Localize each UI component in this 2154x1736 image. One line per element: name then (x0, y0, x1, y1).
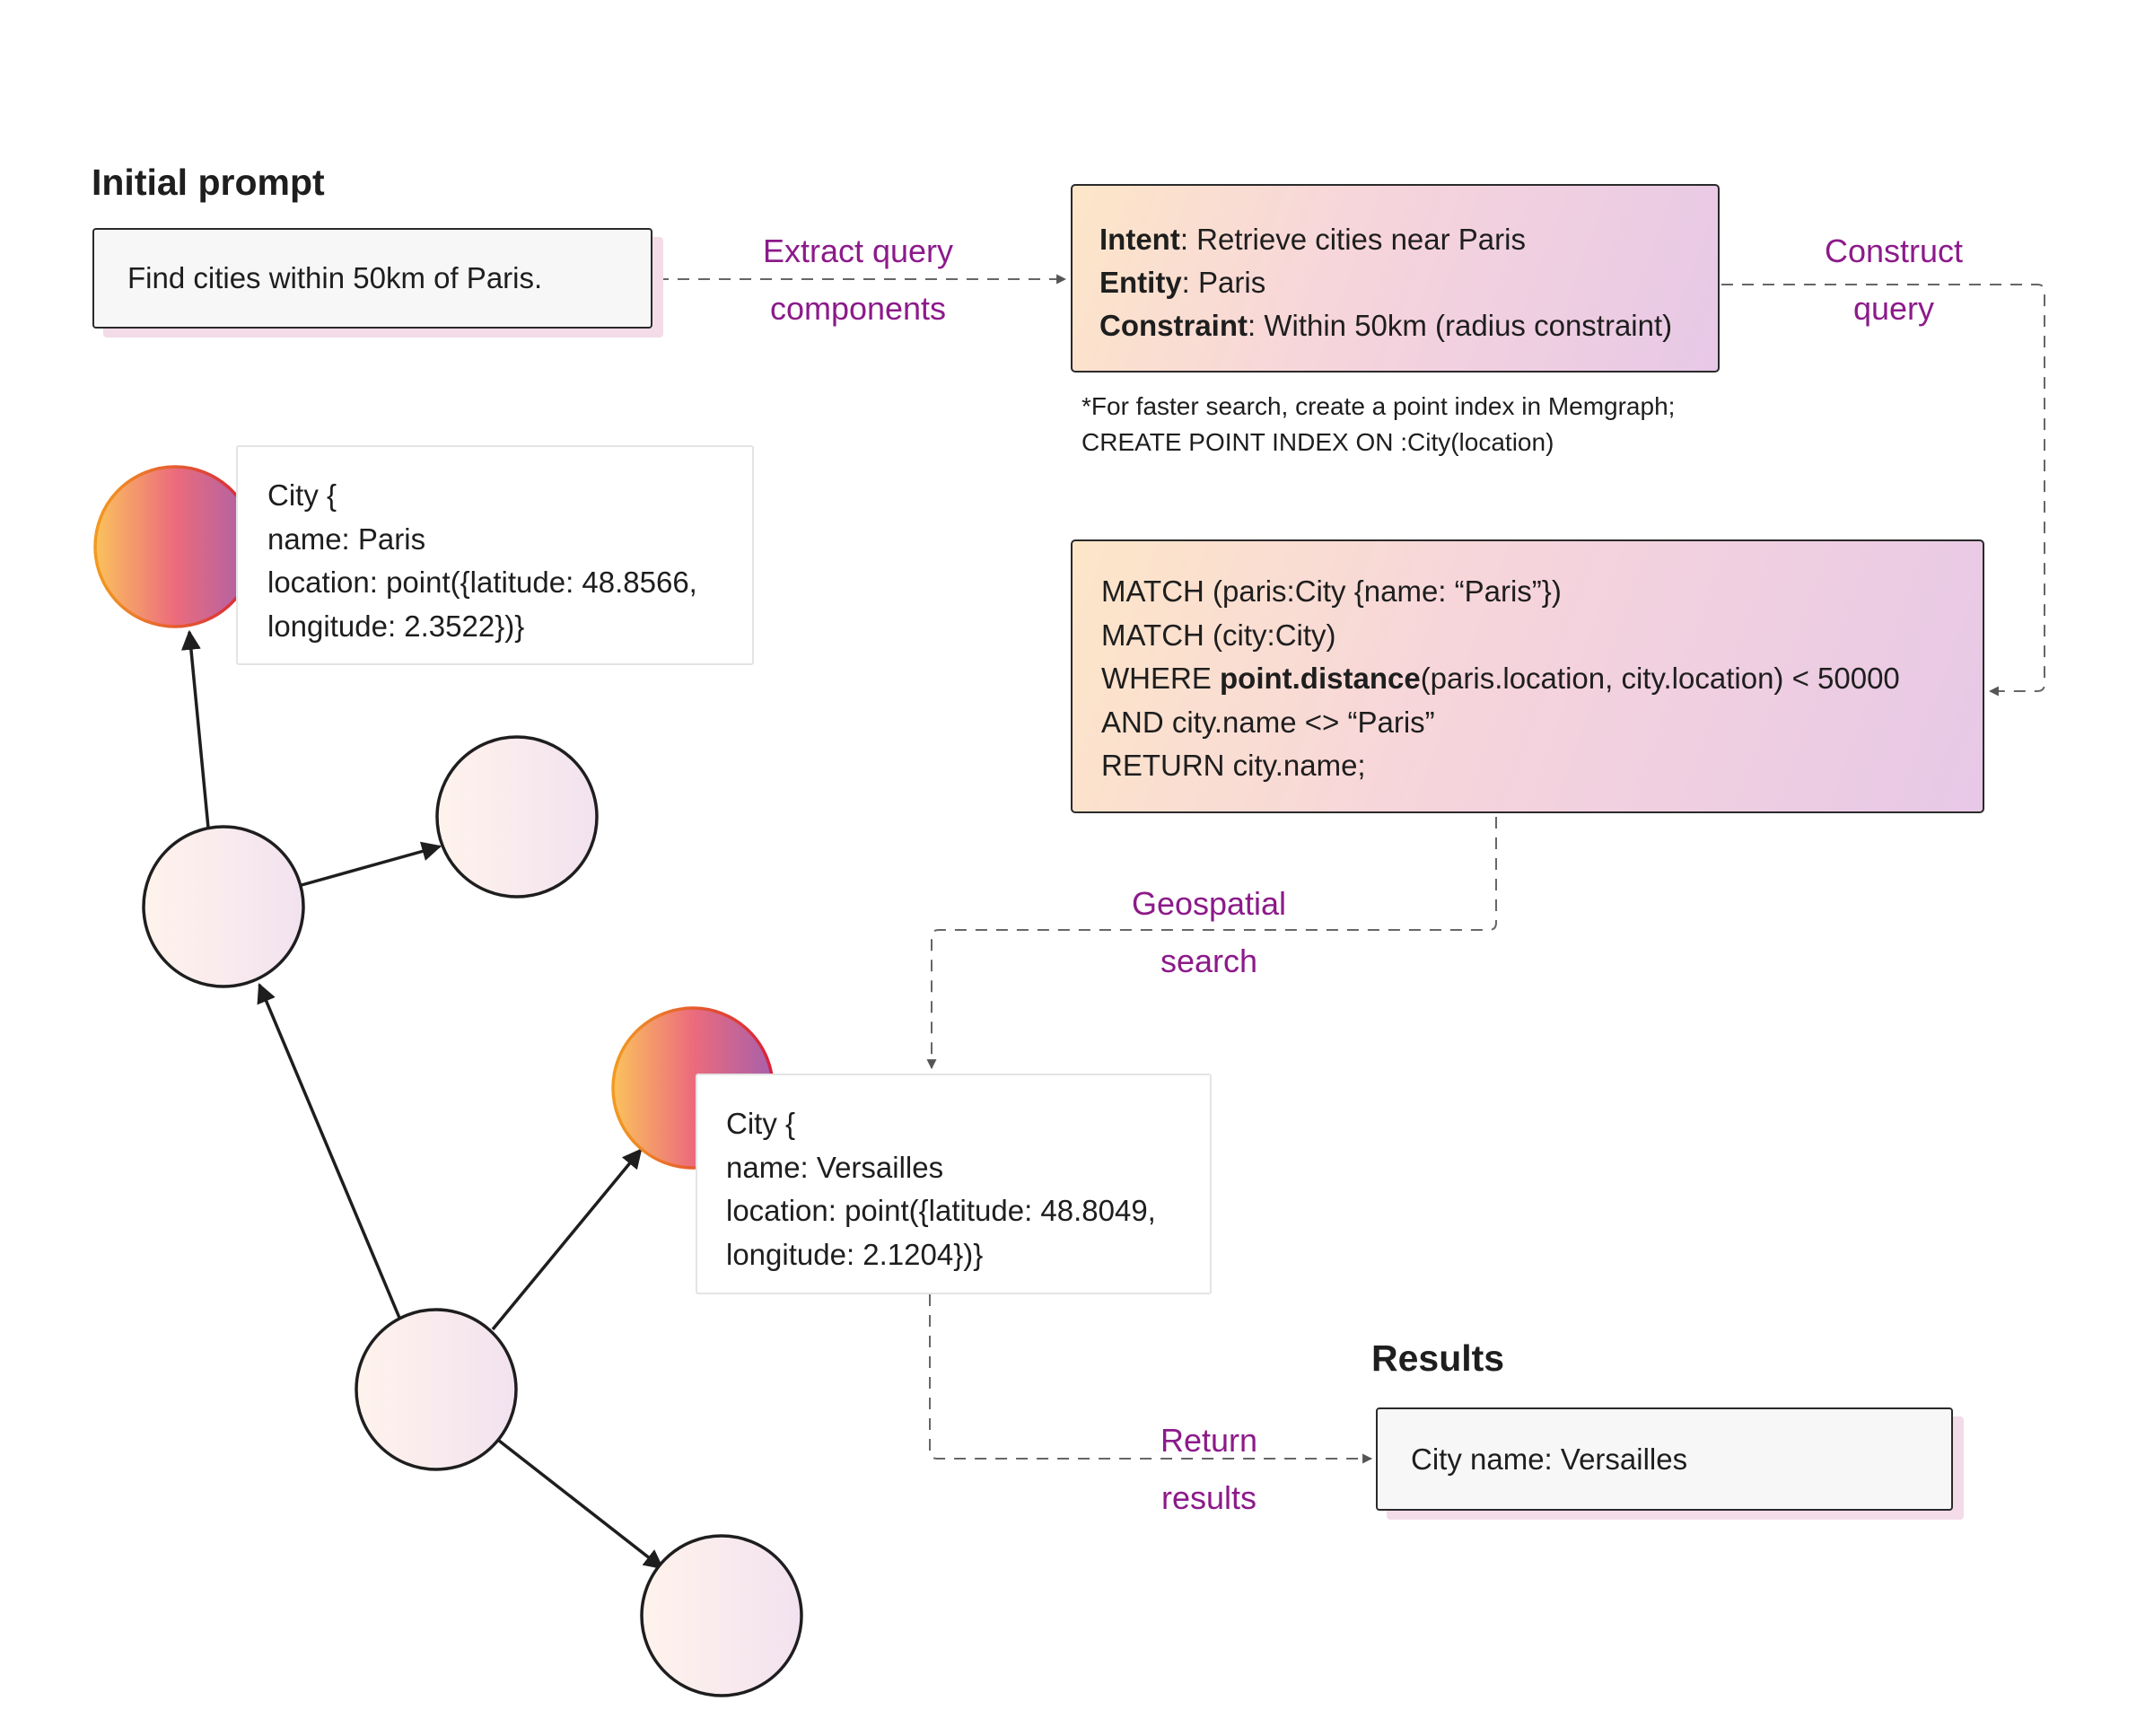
cypher-line: AND city.name <> “Paris” (1101, 705, 1435, 739)
cypher-line: MATCH (city:City) (1101, 618, 1336, 652)
step-label-construct: Construct query (1824, 232, 1964, 327)
versailles-node-card: City { name: Versailles location: point(… (696, 1074, 1212, 1294)
query-components-box: Intent: Retrieve cities near Paris Entit… (1071, 184, 1720, 373)
results-heading: Results (1371, 1337, 1505, 1379)
step-label-return: Return results (1160, 1422, 1258, 1516)
prompt-box: Find cities within 50km of Paris. (92, 228, 652, 329)
cypher-line: RETURN city.name; (1101, 749, 1366, 782)
prompt-text: Find cities within 50km of Paris. (127, 261, 543, 294)
edge-node-c-to-versailles (491, 1148, 643, 1331)
constraint-row: Constraint: Within 50km (radius constrai… (1099, 309, 1673, 342)
graph-node-b (435, 735, 599, 899)
edge-node-c-to-node-a (257, 982, 401, 1319)
step-label-geospatial: Geospatial search (1131, 885, 1287, 979)
results-box: City name: Versailles (1376, 1407, 1953, 1511)
entity-row: Entity: Paris (1099, 266, 1266, 299)
graph-node-d (640, 1534, 803, 1697)
index-note: *For faster search, create a point index… (1081, 392, 1676, 456)
paris-node-card: City { name: Paris location: point({lati… (236, 445, 754, 665)
connector-geospatial (926, 817, 1497, 1070)
step-label-extract: Extract query components (762, 232, 954, 327)
initial-prompt-heading: Initial prompt (92, 162, 325, 203)
connector-return (929, 1294, 1373, 1464)
graph-node-c (355, 1308, 518, 1471)
edge-node-a-to-node-b (301, 841, 442, 887)
cypher-line: MATCH (paris:City {name: “Paris”}) (1101, 574, 1562, 608)
cypher-query-box: MATCH (paris:City {name: “Paris”}) MATCH… (1071, 539, 1984, 813)
graph-node-a (142, 825, 305, 988)
cypher-line: WHERE point.distance(paris.location, cit… (1101, 662, 1900, 695)
paris-node-circle (93, 465, 257, 628)
edge-node-a-to-paris (180, 629, 210, 829)
result-text: City name: Versailles (1411, 1442, 1688, 1476)
connector-construct (1721, 284, 2045, 697)
edge-node-c-to-node-d (497, 1439, 664, 1570)
intent-row: Intent: Retrieve cities near Paris (1099, 223, 1526, 256)
